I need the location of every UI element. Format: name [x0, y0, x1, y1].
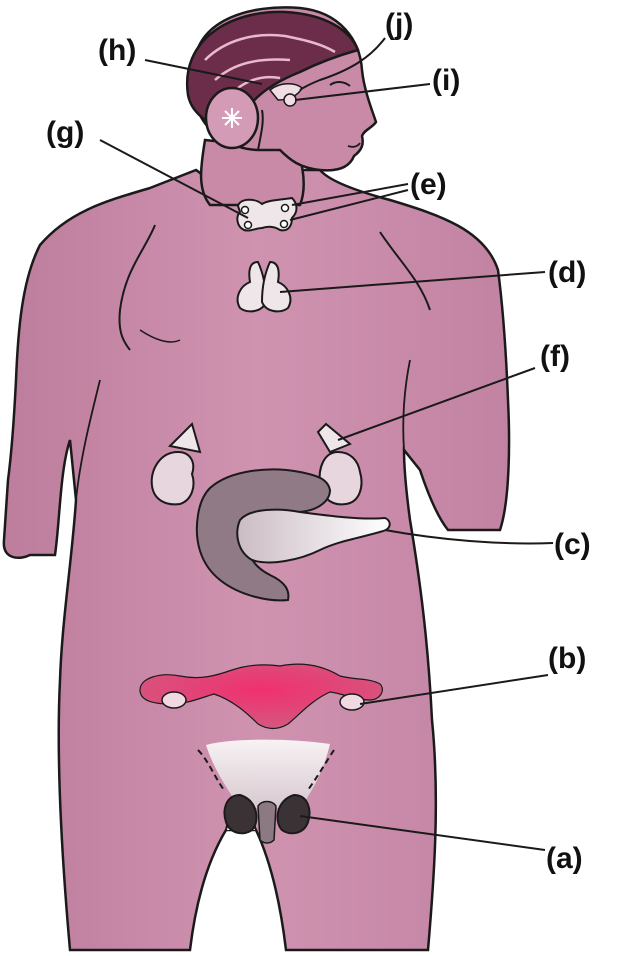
- parathyroid-dot-1: [242, 207, 249, 214]
- label-g: (g): [46, 116, 84, 149]
- label-a: (a): [546, 842, 583, 875]
- label-c: (c): [554, 528, 591, 561]
- parathyroid-dot-3: [245, 222, 252, 229]
- label-b: (b): [548, 642, 586, 675]
- parathyroid-dot-2: [282, 205, 289, 212]
- label-h: (h): [98, 34, 136, 67]
- pituitary-shape: [284, 94, 296, 106]
- ear-star: [222, 108, 242, 128]
- ovary-right: [340, 694, 364, 710]
- parathyroid-dot-4: [281, 221, 288, 228]
- head: [187, 7, 376, 205]
- label-d: (d): [548, 256, 586, 289]
- label-f: (f): [540, 340, 570, 373]
- thyroid-gland: [237, 198, 296, 231]
- label-j: (j): [385, 8, 413, 41]
- penis: [258, 802, 276, 844]
- label-i: (i): [432, 64, 460, 97]
- ovary-left: [162, 692, 186, 708]
- label-e: (e): [410, 168, 447, 201]
